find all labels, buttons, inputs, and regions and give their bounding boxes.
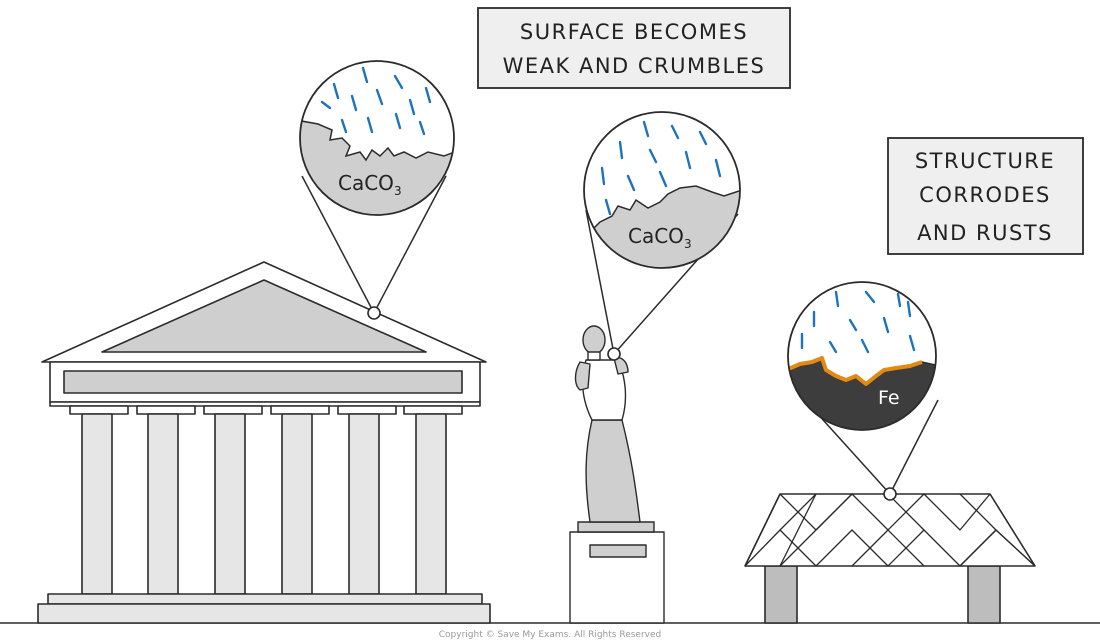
- label-surface-line-1: SURFACE BECOMES: [520, 20, 748, 44]
- statue-raindrops: [600, 120, 722, 216]
- magnifier-temple: CaCO3: [299, 60, 455, 320]
- pillar-2: [136, 405, 196, 595]
- temple-zoom-point: [367, 306, 381, 320]
- temple-raindrops: [320, 66, 432, 136]
- statue-base: [577, 521, 655, 533]
- iron-raindrops: [800, 290, 916, 354]
- label-box-surface: SURFACE BECOMES WEAK AND CRUMBLES: [477, 7, 791, 89]
- pillar-4: [270, 405, 330, 595]
- iron-symbol: Fe: [878, 387, 900, 409]
- temple-step-top: [47, 593, 483, 605]
- label-structure-line-2: CORRODES: [919, 183, 1051, 207]
- magnifier-iron: Fe: [787, 281, 939, 501]
- pillar-5: [337, 405, 397, 595]
- label-structure-line-3: AND RUSTS: [917, 221, 1053, 245]
- statue-arm: [574, 361, 591, 391]
- pillar-1: [69, 405, 129, 595]
- statue-neck: [587, 351, 601, 361]
- temple-pillars: [69, 405, 463, 595]
- temple: [37, 261, 491, 624]
- statue-head: [582, 325, 606, 355]
- statue-drapery: [585, 419, 641, 523]
- magnifier-statue: CaCO3: [583, 111, 741, 361]
- temple-formula: CaCO3: [338, 171, 402, 198]
- structure-lattice: [744, 493, 1036, 567]
- iron-rust-layer: [788, 356, 923, 386]
- temple-cornice: [49, 401, 481, 407]
- statue-formula: CaCO3: [628, 224, 692, 251]
- statue-zoom-point: [607, 347, 621, 361]
- temple-pediment: [101, 279, 427, 353]
- pillar-3: [203, 405, 263, 595]
- statue-plaque: [589, 544, 647, 558]
- label-box-structure: STRUCTURE CORRODES AND RUSTS: [887, 137, 1084, 255]
- copyright-text: Copyright © Save My Exams. All Rights Re…: [439, 630, 661, 640]
- pillar-6: [403, 405, 463, 595]
- structure-body: [744, 493, 1036, 567]
- iron-structure: [744, 493, 1036, 624]
- label-structure-line-1: STRUCTURE: [915, 149, 1055, 173]
- statue: [569, 325, 665, 624]
- structure-leg-left: [764, 565, 798, 624]
- iron-zoom-point: [883, 487, 897, 501]
- temple-step-bottom: [37, 603, 491, 624]
- structure-leg-right: [967, 565, 1001, 624]
- temple-entablature-inner: [63, 370, 463, 394]
- label-surface-line-2: WEAK AND CRUMBLES: [503, 54, 766, 78]
